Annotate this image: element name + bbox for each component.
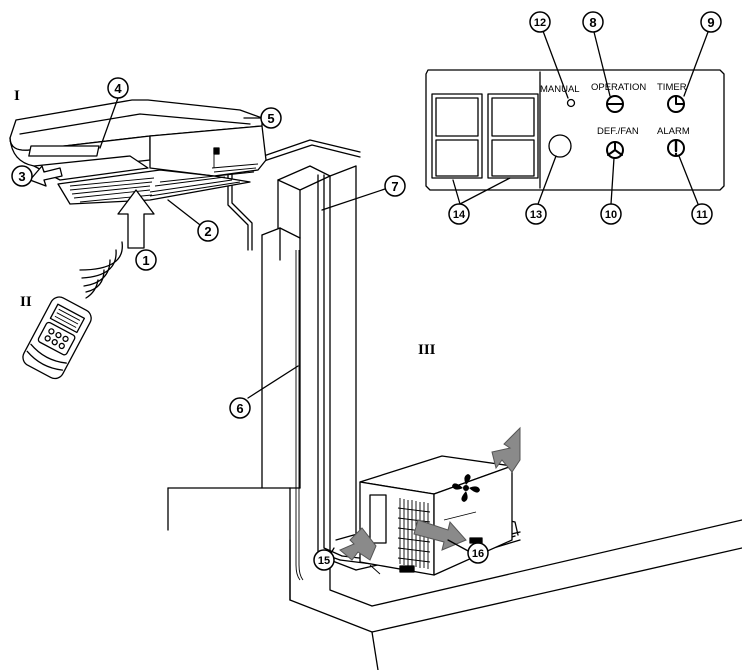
label-outdoor-unit: III xyxy=(418,342,436,358)
svg-text:1: 1 xyxy=(142,253,149,268)
svg-text:10: 10 xyxy=(605,209,617,221)
label-remote-controller: II xyxy=(20,294,32,310)
svg-text:14: 14 xyxy=(453,209,466,221)
svg-text:8: 8 xyxy=(589,15,596,30)
receiver-window xyxy=(548,134,572,158)
callout-6: 6 xyxy=(229,397,251,419)
svg-text:11: 11 xyxy=(696,209,708,221)
svg-text:4: 4 xyxy=(114,81,122,96)
remote-controller xyxy=(22,296,92,380)
fan-grille-icon xyxy=(452,474,480,502)
callout-10: 10 xyxy=(600,203,622,225)
svg-text:12: 12 xyxy=(534,17,546,29)
air-intake-arrow xyxy=(117,189,155,249)
label-indoor-unit: I xyxy=(14,88,20,104)
svg-text:2: 2 xyxy=(204,224,211,239)
svg-text:13: 13 xyxy=(530,209,542,221)
callouts: 1 2 3 4 5 6 7 8 9 10 11 12 13 14 15 16 xyxy=(11,11,722,571)
manual-switch[interactable] xyxy=(566,98,576,108)
building-wall xyxy=(167,165,742,670)
outdoor-air-intake-arrow xyxy=(339,426,521,561)
wireless-signal-icon xyxy=(79,241,123,299)
callout-14: 14 xyxy=(448,203,470,225)
svg-text:3: 3 xyxy=(18,169,25,184)
indoor-unit xyxy=(9,99,267,205)
air-outlet-arrow xyxy=(29,165,63,187)
outdoor-unit xyxy=(359,455,513,576)
callout-8: 8 xyxy=(582,11,604,33)
callout-1: 1 xyxy=(135,249,157,271)
callout-15: 15 xyxy=(313,549,335,571)
alarm-label: ALARM xyxy=(657,126,690,137)
callout-5: 5 xyxy=(260,107,282,129)
defrost-fan-lamp-icon xyxy=(606,141,624,159)
svg-text:6: 6 xyxy=(236,401,243,416)
display-panel: MANUAL OPERATION TIMER DEF./FAN ALARM xyxy=(425,69,725,191)
operation-lamp-icon xyxy=(606,95,624,113)
callout-9: 9 xyxy=(700,11,722,33)
drain-hose xyxy=(227,169,304,581)
alarm-lamp-icon xyxy=(667,139,685,157)
timer-lamp-icon xyxy=(667,95,685,113)
callout-3: 3 xyxy=(11,165,33,187)
callout-12: 12 xyxy=(529,11,551,33)
callout-13: 13 xyxy=(525,203,547,225)
callout-7: 7 xyxy=(384,175,406,197)
callout-11: 11 xyxy=(691,203,713,225)
callout-16: 16 xyxy=(467,542,489,564)
svg-text:15: 15 xyxy=(318,555,330,567)
svg-text:7: 7 xyxy=(391,179,398,194)
manual-label: MANUAL xyxy=(540,84,580,95)
operation-label: OPERATION xyxy=(591,82,646,93)
svg-text:16: 16 xyxy=(472,548,484,560)
callout-4: 4 xyxy=(107,77,129,99)
callout-2: 2 xyxy=(197,220,219,242)
def-fan-label: DEF./FAN xyxy=(597,126,639,137)
svg-text:5: 5 xyxy=(267,111,274,126)
timer-label: TIMER xyxy=(657,82,687,93)
svg-text:9: 9 xyxy=(707,15,714,30)
